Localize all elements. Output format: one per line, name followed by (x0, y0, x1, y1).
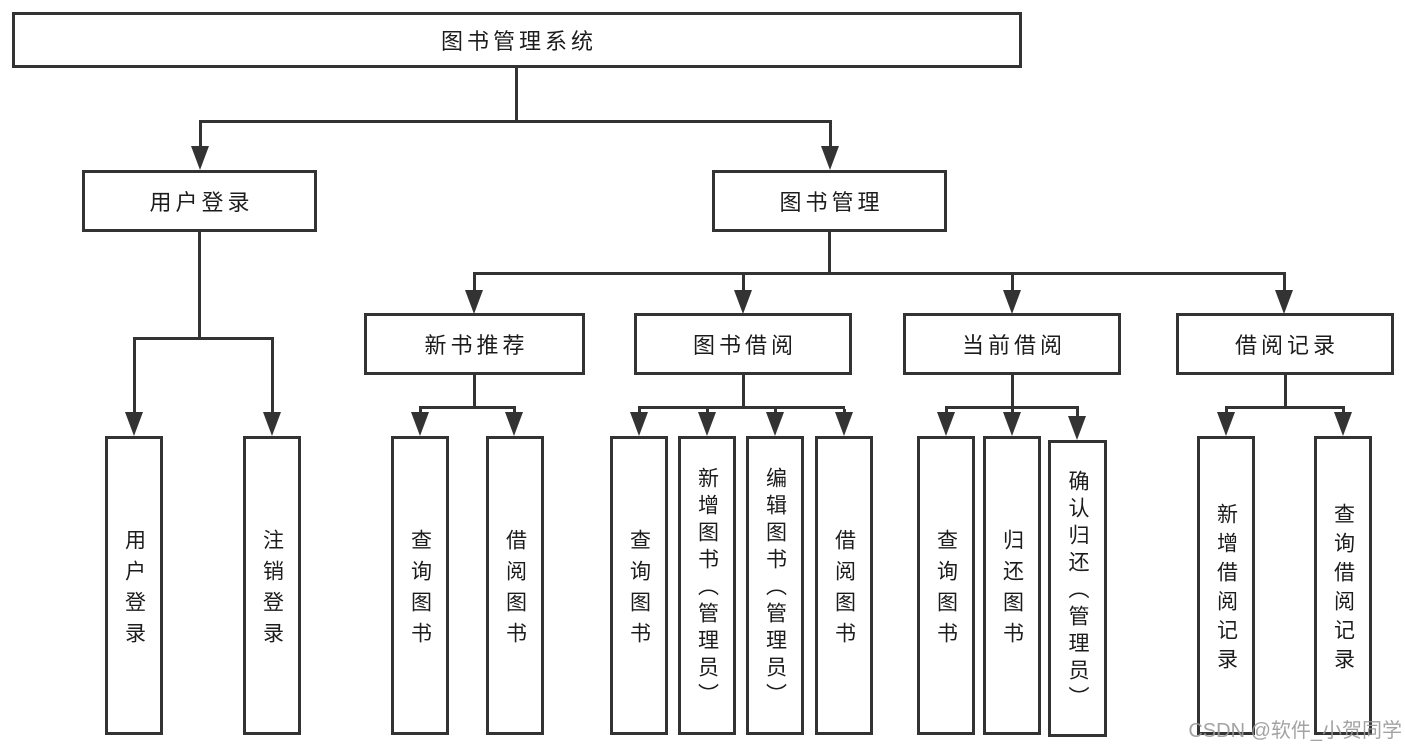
arrowhead-borrow-records (1275, 290, 1293, 314)
connector-drop-borrow2 (843, 409, 846, 413)
connector-currentborrow-bar (945, 406, 1079, 409)
connector-drop-current-borrow (1011, 275, 1014, 290)
arrowhead-query-record (1334, 412, 1352, 436)
node-borrow-records: 借阅记录 (1176, 313, 1394, 375)
connector-drop-user-login (199, 123, 202, 147)
connector-newbook-bar (419, 406, 516, 409)
leaf-confirm-return-admin: 确认归还（管理员） (1048, 440, 1107, 737)
node-user-login: 用户登录 (82, 170, 317, 232)
leaf-logout: 注销登录 (243, 436, 301, 735)
arrowhead-borrow2 (835, 412, 853, 436)
node-new-book-recommend: 新书推荐 (364, 313, 585, 375)
arrowhead-leaf-logout (263, 412, 281, 436)
connector-drop-confirm-return (1076, 409, 1079, 417)
connector-drop-query3 (945, 409, 948, 413)
connector-newbook-stem (473, 375, 476, 406)
connector-bookborrow-stem (742, 375, 745, 406)
connector-drop-query-record (1342, 409, 1345, 413)
leaf-add-borrow-record: 新增借阅记录 (1197, 436, 1255, 735)
arrowhead-editbook (766, 412, 784, 436)
connector-currentborrow-stem (1011, 375, 1014, 406)
connector-bookborrow-bar (638, 406, 845, 409)
connector-drop-leaf-user-login (133, 340, 136, 412)
arrowhead-current-borrow (1003, 290, 1021, 314)
arrowhead-query1 (411, 412, 429, 436)
connector-drop-borrow-records (1283, 275, 1286, 290)
connector-drop-add-record (1225, 409, 1228, 413)
arrowhead-book-management (821, 146, 839, 170)
node-library-system: 图书管理系统 (12, 12, 1022, 68)
leaf-borrow-books-2: 借阅图书 (815, 436, 873, 735)
connector-records-stem (1284, 375, 1287, 406)
arrowhead-query3 (937, 412, 955, 436)
arrowhead-new-book (465, 290, 483, 314)
connector-root-bar (199, 120, 832, 123)
connector-drop-leaf-logout (271, 340, 274, 412)
node-current-borrow: 当前借阅 (903, 313, 1121, 375)
connector-drop-return (1011, 409, 1014, 413)
connector-drop-book-management (829, 123, 832, 147)
leaf-query-books-3: 查询图书 (917, 436, 975, 735)
arrowhead-book-borrow (734, 290, 752, 314)
connector-drop-addbook (706, 409, 709, 413)
arrowhead-borrow1 (505, 412, 523, 436)
connector-records-bar (1225, 406, 1345, 409)
node-book-borrow: 图书借阅 (634, 313, 852, 375)
connector-userlogin-bar (133, 337, 274, 340)
arrowhead-user-login (191, 146, 209, 170)
connector-drop-query2 (638, 409, 641, 413)
leaf-add-book-admin: 新增图书（管理员） (678, 436, 736, 735)
arrowhead-addbook (698, 412, 716, 436)
arrowhead-leaf-user-login (125, 412, 143, 436)
connector-drop-borrow1 (513, 409, 516, 413)
connector-bookmgmt-bar (473, 272, 1286, 275)
leaf-return-books: 归还图书 (983, 436, 1041, 735)
csdn-watermark: CSDN @软件_小贺同学 (1188, 720, 1402, 742)
leaf-query-books-1: 查询图书 (391, 436, 449, 735)
connector-drop-editbook (774, 409, 777, 413)
connector-drop-book-borrow (742, 275, 745, 290)
connector-drop-query1 (419, 409, 422, 413)
leaf-query-books-2: 查询图书 (610, 436, 668, 735)
arrowhead-return (1003, 412, 1021, 436)
node-book-management: 图书管理 (712, 170, 947, 232)
connector-root-stem (515, 68, 518, 120)
arrowhead-add-record (1217, 412, 1235, 436)
connector-bookmgmt-stem (828, 232, 831, 272)
connector-userlogin-stem (198, 232, 201, 337)
arrowhead-query2 (630, 412, 648, 436)
leaf-user-login: 用户登录 (105, 436, 163, 735)
arrowhead-confirm-return (1068, 416, 1086, 440)
connector-drop-new-book (473, 275, 476, 290)
leaf-borrow-books-1: 借阅图书 (486, 436, 544, 735)
leaf-query-borrow-record: 查询借阅记录 (1314, 436, 1372, 735)
leaf-edit-book-admin: 编辑图书（管理员） (746, 436, 804, 735)
